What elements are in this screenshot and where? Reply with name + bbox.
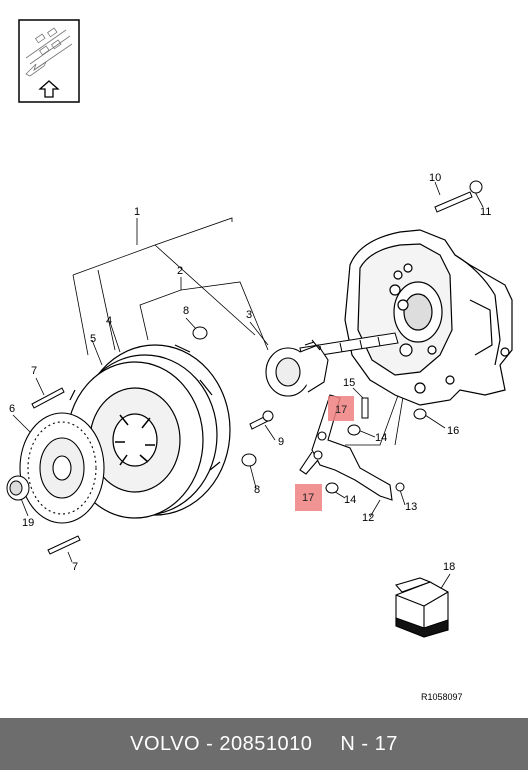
callout-5: 5 (90, 333, 96, 345)
arrow-up-icon (38, 80, 60, 98)
callout-14-bottom: 14 (344, 494, 356, 506)
stud-10 (434, 191, 473, 213)
nut-14-bottom (325, 482, 339, 494)
callout-3: 3 (246, 309, 252, 321)
callout-12: 12 (362, 512, 374, 524)
bolt-13 (395, 482, 405, 492)
release-fork (299, 394, 393, 501)
nut-8-top (192, 326, 208, 340)
bolt-15 (361, 397, 369, 419)
highlight-17-top (328, 396, 354, 421)
callout-9: 9 (278, 436, 284, 448)
callout-17-bottom: 17 (302, 492, 314, 504)
callout-8-top: 8 (183, 305, 189, 317)
nut-8-bottom (241, 453, 257, 467)
callout-13: 13 (405, 501, 417, 513)
callout-19: 19 (22, 517, 34, 529)
stud-7-bottom (47, 535, 81, 555)
kit-box (395, 577, 449, 638)
nut-14-top (347, 424, 361, 436)
callout-10: 10 (429, 172, 441, 184)
footer-part-number: VOLVO - 20851010 (130, 732, 313, 755)
clutch-housing (344, 229, 513, 406)
callout-2: 2 (177, 265, 183, 277)
callout-6: 6 (9, 403, 15, 415)
callout-7-top: 7 (31, 365, 37, 377)
footer-bar: VOLVO - 20851010 N - 17 (0, 718, 528, 770)
callout-1: 1 (134, 206, 140, 218)
nut-16 (413, 408, 427, 420)
clutch-disc (19, 412, 105, 524)
callout-16: 16 (447, 425, 459, 437)
pilot-bearing (6, 475, 30, 501)
release-bearing (265, 339, 329, 397)
callout-11: 11 (480, 206, 491, 218)
footer-section: N - 17 (340, 732, 398, 755)
callout-18: 18 (443, 561, 455, 573)
callout-15: 15 (343, 377, 355, 389)
highlight-17-bottom (295, 484, 322, 511)
nut-11 (469, 180, 483, 194)
reference-code: R1058097 (421, 692, 463, 702)
view-direction-icon (18, 19, 80, 103)
stud-7-top (31, 387, 65, 409)
callout-17-top: 17 (335, 404, 347, 416)
callout-4: 4 (106, 315, 112, 327)
callout-7-bottom: 7 (72, 561, 78, 573)
callout-14-top: 14 (375, 432, 387, 444)
callout-8-bottom: 8 (254, 484, 260, 496)
exploded-clutch-diagram: 1 2 3 4 5 6 7 7 8 8 9 10 11 12 13 14 14 … (6, 19, 513, 702)
